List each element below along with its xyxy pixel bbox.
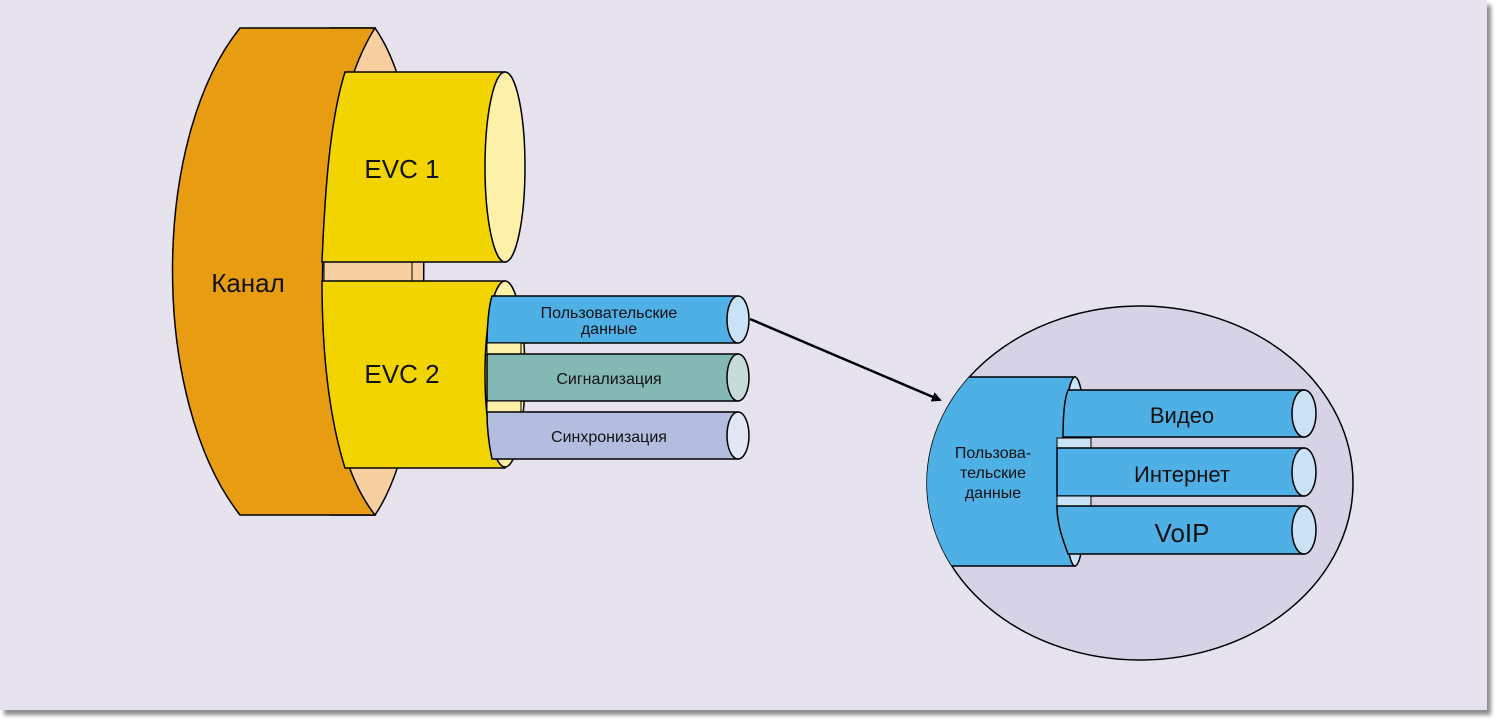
flow-user-data: Пользовательские данные: [486, 295, 750, 344]
zoom-bundle-label-3: данные: [965, 485, 1021, 502]
service-gap-2: [1056, 495, 1092, 507]
flow-user-data-end: [726, 295, 750, 344]
channel-gap: [323, 260, 413, 282]
flow-sync-label: Синхронизация: [551, 429, 667, 446]
flow-gap-1: [486, 342, 522, 355]
zoom-arrow: [749, 317, 942, 402]
zoom-bundle-label-1: Пользова-: [955, 445, 1031, 462]
service-video-end: [1291, 389, 1317, 438]
service-internet: Интернет: [1056, 447, 1317, 497]
flow-signaling-label: Сигнализация: [556, 371, 661, 388]
flow-sync: Синхронизация: [486, 411, 750, 460]
flow-signaling-end: [726, 353, 750, 402]
evc-1-label: EVC 1: [364, 154, 439, 184]
evc-1-tube: EVC 1: [321, 71, 526, 263]
flow-signaling: Сигнализация: [486, 353, 750, 402]
service-gap-1: [1056, 437, 1092, 449]
service-video: Видео: [1062, 389, 1317, 438]
flow-gap-2: [486, 400, 522, 413]
flow-sync-end: [726, 411, 750, 460]
service-internet-end: [1291, 447, 1317, 497]
evc-2-label: EVC 2: [364, 359, 439, 389]
zoom-bundle-label-2: тельские: [960, 465, 1026, 482]
zoom-view: Пользова- тельские данные Видео Интернет…: [926, 305, 1354, 661]
service-voip: VoIP: [1056, 505, 1317, 555]
service-video-label: Видео: [1150, 403, 1214, 428]
channel-label: Канал: [211, 268, 285, 298]
service-voip-label: VoIP: [1155, 518, 1210, 548]
evc-1-end: [484, 71, 526, 263]
flow-user-data-label-1: Пользовательские: [541, 305, 678, 322]
service-internet-label: Интернет: [1134, 462, 1230, 487]
service-voip-end: [1291, 505, 1317, 555]
flow-user-data-label-2: данные: [581, 321, 637, 338]
